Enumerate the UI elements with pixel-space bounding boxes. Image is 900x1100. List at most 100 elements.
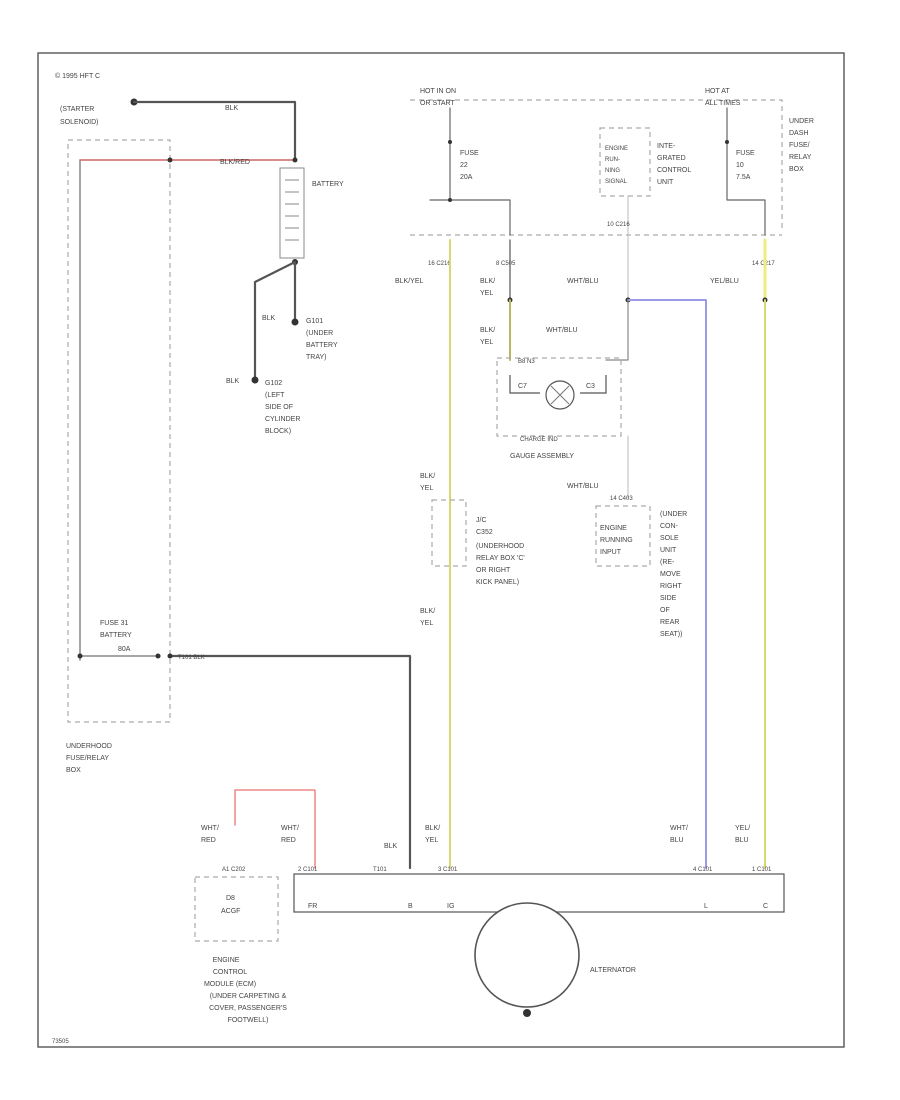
wire-label-wht-red-b-1: WHT/ bbox=[281, 825, 299, 832]
g102-label-1: G102 bbox=[265, 380, 282, 387]
g102-label-4: CYLINDER bbox=[265, 416, 300, 423]
svg-text:CONTROL: CONTROL bbox=[213, 969, 247, 976]
engine-running-input-box bbox=[595, 505, 651, 567]
lamp-filament-icon bbox=[550, 385, 570, 405]
svg-text:UNIT: UNIT bbox=[660, 547, 677, 554]
wire-label-wht-blu-top: WHT/BLU bbox=[567, 278, 599, 285]
under-dash-box-outline-top bbox=[410, 99, 783, 230]
under-dash-label-5: BOX bbox=[789, 166, 804, 173]
c216-c-label: 10 C216 bbox=[607, 222, 630, 228]
c352-label-1: J/C bbox=[476, 517, 487, 524]
t101-label: T101 BLK bbox=[178, 655, 205, 661]
wire-label-wht-blu-lower: WHT/BLU bbox=[567, 483, 599, 490]
hot-at-all-times-1: HOT AT bbox=[705, 88, 730, 95]
wire-wht-blu-gauge bbox=[605, 299, 629, 361]
svg-text:SOLE: SOLE bbox=[660, 535, 679, 542]
wire-label-blk-yel-e-2: YEL bbox=[425, 837, 438, 844]
hot-run-start-2: OR START bbox=[420, 100, 455, 107]
battery-label: BATTERY bbox=[312, 181, 344, 188]
gauge-inner-label: CHARGE IND bbox=[520, 437, 558, 443]
underhood-relay-2: RELAY BOX 'C' bbox=[476, 555, 525, 562]
alternator-label: ALTERNATOR bbox=[590, 967, 636, 974]
engine-running-2: RUN- bbox=[605, 157, 620, 163]
engine-running-input-3: INPUT bbox=[600, 549, 622, 556]
underhood-box-label-3: BOX bbox=[66, 767, 81, 774]
c403-label: 14 C403 bbox=[610, 496, 633, 502]
fuse31-label-3: 80A bbox=[118, 646, 131, 653]
engine-running-1: ENGINE bbox=[605, 146, 628, 152]
alt-terminal-l: L bbox=[704, 903, 708, 910]
junction-dot bbox=[448, 198, 452, 202]
diagram-frame bbox=[37, 52, 845, 1048]
junction-dot bbox=[292, 157, 298, 163]
g102-ground-dot bbox=[251, 376, 259, 384]
svg-text:FOOTWELL): FOOTWELL) bbox=[228, 1017, 269, 1024]
fuse22-label-3: 20A bbox=[460, 174, 473, 181]
fuse31-label-2: BATTERY bbox=[100, 632, 132, 639]
wire-label-wht-red-a-2: RED bbox=[201, 837, 216, 844]
starter-solenoid-label-2: SOLENOID) bbox=[60, 119, 99, 126]
integrated-control-3: CONTROL bbox=[657, 167, 691, 174]
c505-label: 8 C505 bbox=[496, 261, 516, 267]
starter-solenoid-label-1: (STARTER bbox=[60, 106, 94, 113]
wire-label-yel-blu-bottom-1: YEL/ bbox=[735, 825, 750, 832]
under-dash-label-3: FUSE/ bbox=[789, 142, 810, 149]
copyright-text: © 1995 HFT C bbox=[55, 72, 100, 80]
engine-running-input-2: RUNNING bbox=[600, 537, 633, 544]
under-dash-label-1: UNDER bbox=[789, 118, 814, 125]
wire-blk-main bbox=[168, 654, 412, 870]
c101-a-label: 2 C101 bbox=[298, 867, 318, 873]
underhood-box-label-1: UNDERHOOD bbox=[66, 743, 112, 750]
hot-run-start-1: HOT IN ON bbox=[420, 88, 456, 95]
alt-terminal-c: C bbox=[763, 903, 768, 910]
fuse10-symbol bbox=[725, 140, 729, 144]
underhood-relay-1: (UNDERHOOD bbox=[476, 543, 524, 550]
gauge-assembly-outline bbox=[496, 357, 622, 437]
integrated-control-1: INTE- bbox=[657, 143, 676, 150]
underhood-relay-3: OR RIGHT bbox=[476, 567, 511, 574]
svg-text:RIGHT: RIGHT bbox=[660, 583, 683, 590]
g101-label-1: G101 bbox=[306, 318, 323, 325]
alternator-ground-dot bbox=[523, 1009, 531, 1017]
wire-wht-blu-alt bbox=[627, 299, 707, 869]
junction-dot bbox=[167, 157, 173, 163]
wire-label-wht-blu-bottom-2: BLU bbox=[670, 837, 684, 844]
wire-label-wht-red-a-1: WHT/ bbox=[201, 825, 219, 832]
wire-label-blk-yel-top: BLK/YEL bbox=[395, 278, 424, 285]
jc-c352-outline bbox=[431, 499, 467, 567]
wire-label-blk-yel-b-1: BLK/ bbox=[480, 327, 495, 334]
alt-terminal-fr: FR bbox=[308, 903, 317, 910]
gauge-pin-c3: C3 bbox=[586, 383, 595, 390]
alternator-symbol bbox=[474, 902, 580, 1008]
g102-label-3: SIDE OF bbox=[265, 404, 293, 411]
wire-label-blk-yel-a-2: YEL bbox=[480, 290, 493, 297]
gauge-internal-wiring bbox=[509, 375, 607, 394]
junction-dot bbox=[155, 653, 161, 659]
under-dash-label-2: DASH bbox=[789, 130, 808, 137]
svg-text:REAR: REAR bbox=[660, 619, 679, 626]
fuse22-label-1: FUSE bbox=[460, 150, 479, 157]
wire-label-blk-yel-e-1: BLK/ bbox=[425, 825, 440, 832]
g102-label-5: BLOCK) bbox=[265, 428, 291, 435]
ecm-pin-label-1: D8 bbox=[226, 895, 235, 902]
wire-blk-g102 bbox=[253, 260, 297, 380]
wire-label-blk-red: BLK/RED bbox=[220, 159, 250, 166]
alt-terminal-ig: IG bbox=[447, 903, 454, 910]
wire-label-wht-blu-mid: WHT/BLU bbox=[546, 327, 578, 334]
g101-ground-dot bbox=[291, 318, 299, 326]
under-dash-label-4: RELAY bbox=[789, 154, 812, 161]
g102-label-2: (LEFT bbox=[265, 392, 285, 399]
underhood-relay-4: KICK PANEL) bbox=[476, 579, 519, 586]
wire-label-blk-g102: BLK bbox=[226, 378, 240, 385]
svg-text:SIDE: SIDE bbox=[660, 595, 677, 602]
ecm-label: ENGINE CONTROL MODULE (ECM) (UNDER CARPE… bbox=[204, 957, 287, 1024]
footer-code: 73505 bbox=[52, 1039, 69, 1045]
wire-label-blk-yel-c-1: BLK/ bbox=[420, 473, 435, 480]
wire-wht-red bbox=[234, 789, 316, 869]
wire-fuse10 bbox=[726, 107, 766, 236]
battery-plates bbox=[285, 179, 299, 241]
wire-label-yel-blu-bottom-2: BLU bbox=[735, 837, 749, 844]
wire-split-c505 bbox=[429, 199, 511, 236]
battery-symbol bbox=[279, 167, 305, 259]
svg-text:(UNDER CARPETING &: (UNDER CARPETING & bbox=[210, 993, 287, 1000]
